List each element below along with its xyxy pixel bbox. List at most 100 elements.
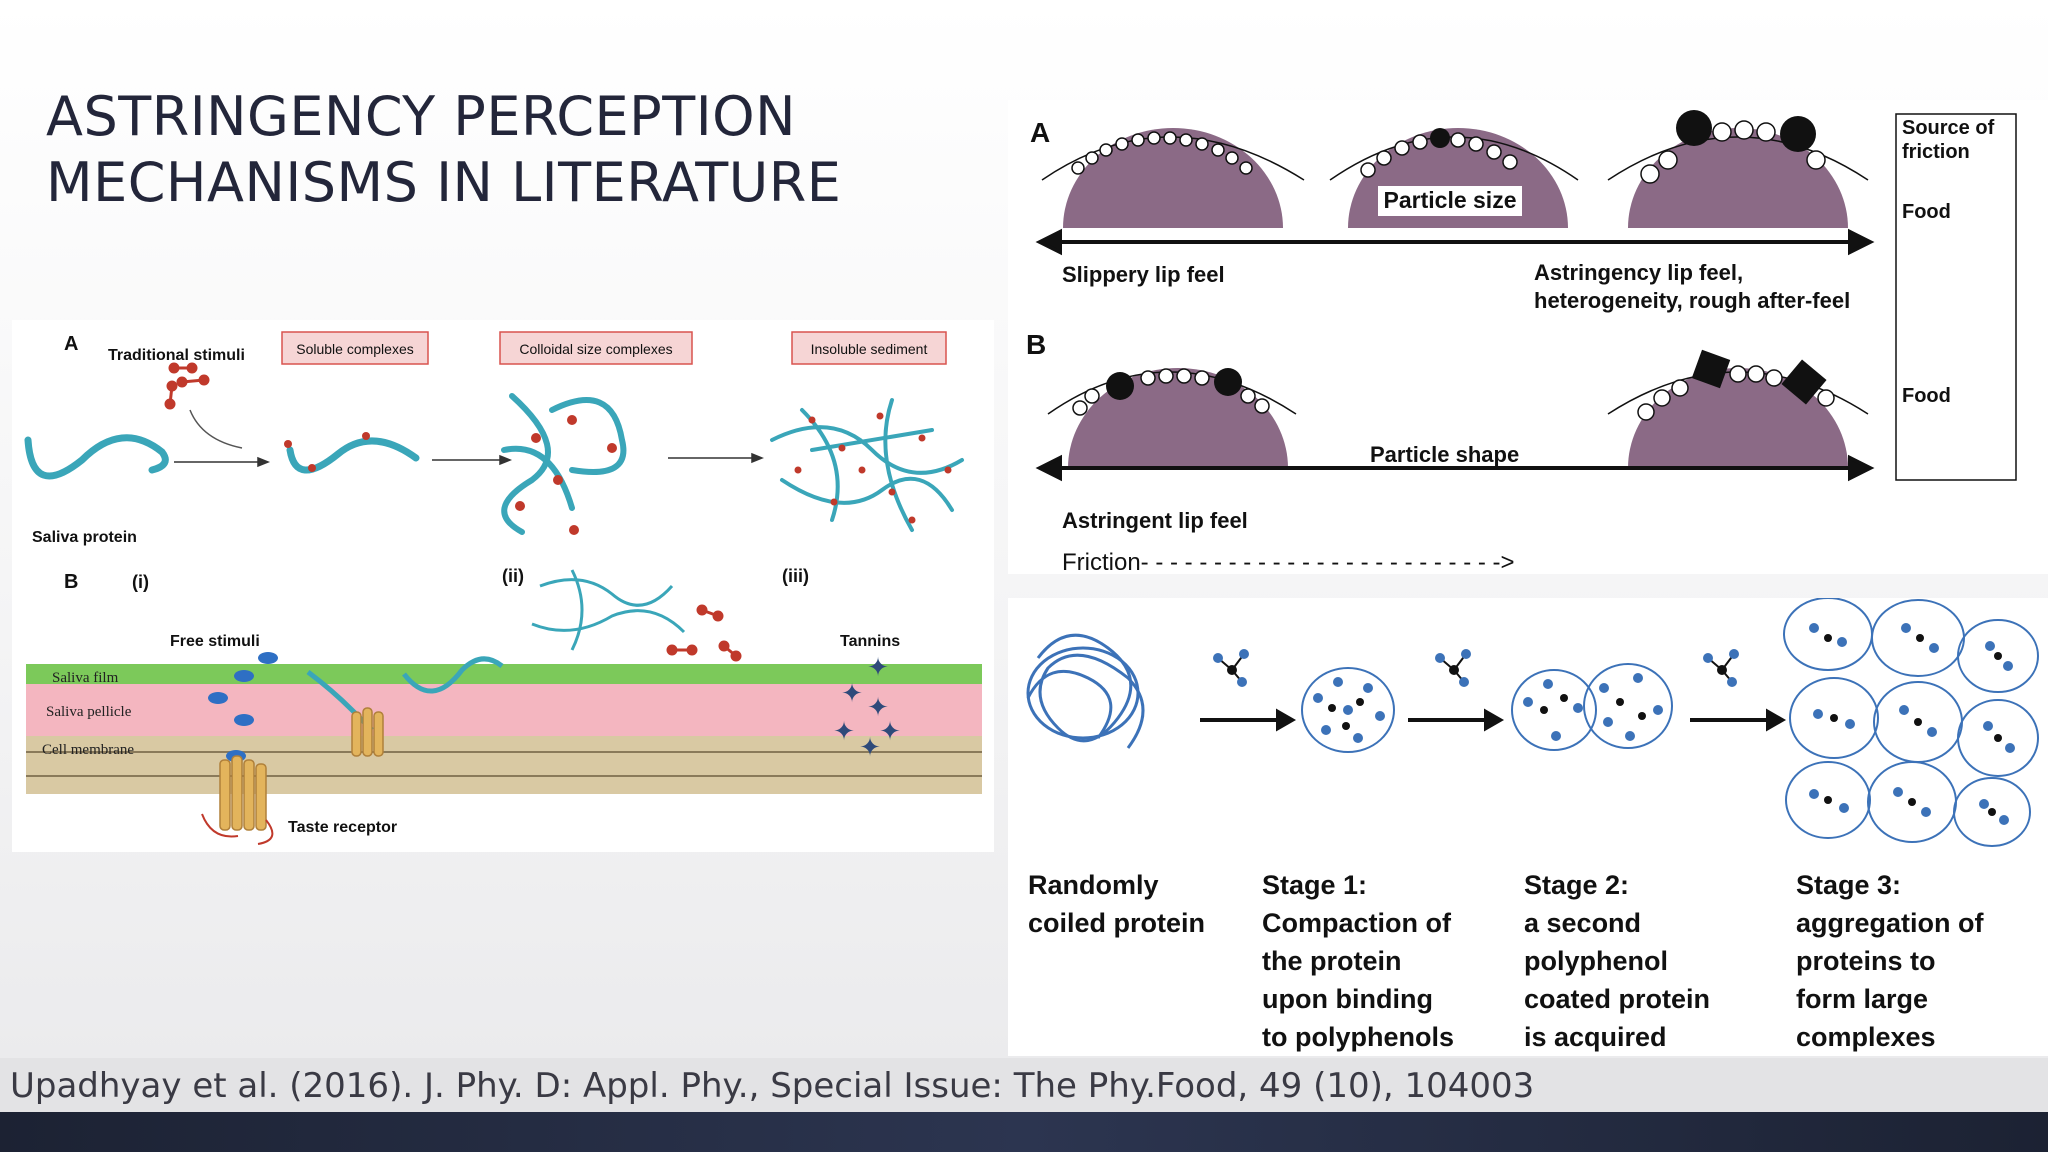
stage-i-label: (i) [132,572,149,592]
membrane-lipid-tails [26,751,982,777]
colloidal-complex-strands [501,393,627,535]
astringency-lip-feel-line2: heterogeneity, rough after-feel [1534,288,1850,313]
stage1-line5: to polyphenols [1262,1022,1454,1052]
stage-iii-label: (iii) [782,566,809,586]
saliva-pellicle-layer [26,684,982,736]
soluble-complexes-box [281,331,429,365]
saliva-protein-strand [24,434,169,480]
stage0-line2: coiled protein [1028,908,1205,938]
polyphenol-molecules [1213,649,1739,687]
legend-source-line2: friction [1902,141,1970,163]
traditional-stimuli-label: Traditional stimuli [108,347,245,364]
stage1-compact-protein [1301,667,1395,753]
insoluble-sediment-strands [770,398,964,532]
particle-size-label: Particle size [1384,187,1517,213]
insoluble-sediment-stimuli [794,412,952,524]
slide-title: ASTRINGENCY PERCEPTION MECHANISMS IN LIT… [46,84,841,216]
stage-ii-label: (ii) [502,566,524,586]
friction-label-b: B [1026,329,1046,360]
stage1-line2: Compaction of [1262,908,1452,938]
stage2-line2: a second [1524,908,1641,938]
taste-receptor-label: Taste receptor [288,819,397,836]
friction-diagram-svg: A Particle size Slippery lip feel Astrin… [1026,110,2017,574]
lip-feel-arrow-a [1035,228,1875,256]
small-particles-b [1072,365,1835,421]
slide-title-line1: ASTRINGENCY PERCEPTION [46,85,797,148]
friction-label-a: A [1030,117,1050,148]
citation-bar: Upadhyay et al. (2016). J. Phy. D: Appl.… [0,1058,2048,1112]
stage-arrows [1200,708,1787,732]
insoluble-sediment-box [791,331,947,365]
svg-text:✦: ✦ [867,692,889,722]
tannins-label: Tannins [840,633,900,650]
saliva-protein-label: Saliva protein [32,529,137,546]
soluble-complex-strand [286,437,420,474]
free-stimuli-label: Free stimuli [170,633,260,650]
svg-text:✦: ✦ [833,716,855,746]
particle-shape-label: Particle shape [1370,442,1519,467]
left-label-b: B [64,571,78,593]
receptor-loops [201,813,274,845]
stage3-line5: complexes [1796,1022,1936,1052]
random-coil-protein [1026,633,1145,749]
small-particles-a [1071,120,1826,184]
astringent-lip-feel-label: Astringent lip feel [1062,508,1248,533]
curved-arrow [189,409,243,449]
friction-legend-box [1895,113,2017,481]
stage2-line5: is acquired [1524,1022,1667,1052]
stage1-line3: the protein [1262,946,1402,976]
stage2-coated-proteins [1511,663,1673,751]
stage1-line1: Stage 1: [1262,870,1367,900]
stage1-line4: upon binding [1262,984,1433,1014]
soluble-complexes-label: Soluble complexes [296,341,414,357]
colloidal-complexes-box [499,331,693,365]
slippery-lip-feel-label: Slippery lip feel [1062,262,1225,287]
cell-membrane-layer [26,736,982,794]
stage2-line1: Stage 2: [1524,870,1629,900]
stage3-line3: proteins to [1796,946,1936,976]
legend-food-a: Food [1902,201,1951,223]
saliva-pellicle-label: Saliva pellicle [46,704,132,720]
svg-text:✦: ✦ [867,652,889,682]
insoluble-sediment-label: Insoluble sediment [811,341,928,357]
left-figure: A Traditional stimuli Soluble complexes … [12,320,994,852]
saliva-film-label: Saliva film [52,670,119,686]
free-tannins [666,604,742,662]
colloidal-complexes-label: Colloidal size complexes [519,341,672,357]
stage2-line3: polyphenol [1524,946,1668,976]
bottom-bar [0,1112,2048,1152]
floating-complex [531,569,686,651]
stage0-line1: Randomly [1028,870,1159,900]
right-top-figure: A Particle size Slippery lip feel Astrin… [1008,100,2048,574]
friction-dashed-label: Friction- - - - - - - - - - - - - - - - … [1062,549,1515,574]
stage3-large-aggregate [1783,598,2039,847]
aggregation-diagram-svg: Randomly coiled protein Stage 1: Compact… [1026,598,2039,1052]
stage2-line4: coated protein [1524,984,1710,1014]
astringency-lip-feel-line1: Astringency lip feel, [1534,260,1743,285]
right-bottom-figure: Randomly coiled protein Stage 1: Compact… [1008,598,2048,1056]
receptor-upper-icon [351,707,384,757]
large-particles-a [1430,110,1816,152]
stage3-line1: Stage 3: [1796,870,1901,900]
cell-membrane-label: Cell membrane [42,742,134,758]
stage3-line4: form large [1796,984,1928,1014]
stimuli-molecules [164,362,210,410]
citation-text: Upadhyay et al. (2016). J. Phy. D: Appl.… [10,1066,1535,1106]
tannin-stars: ✦ ✦ ✦ ✦ ✦ ✦ [833,652,901,762]
left-label-a: A [64,333,78,355]
stage-labels: Randomly coiled protein Stage 1: Compact… [1028,870,1985,1052]
particle-size-box [1378,186,1522,216]
stage3-line2: aggregation of [1796,908,1985,938]
lip-feel-arrow-b [1035,454,1875,482]
saliva-film-layer [26,664,982,684]
large-particles-b [1106,349,1827,405]
slide-title-line2: MECHANISMS IN LITERATURE [46,151,842,214]
part-a-arrows [174,452,765,468]
colloidal-complex-stimuli [515,415,617,535]
soluble-complex-stimuli [284,432,370,472]
svg-text:✦: ✦ [859,732,881,762]
left-figure-svg: A Traditional stimuli Soluble complexes … [24,331,982,845]
svg-text:✦: ✦ [841,678,863,708]
legend-food-b: Food [1902,385,1951,407]
svg-text:✦: ✦ [879,716,901,746]
